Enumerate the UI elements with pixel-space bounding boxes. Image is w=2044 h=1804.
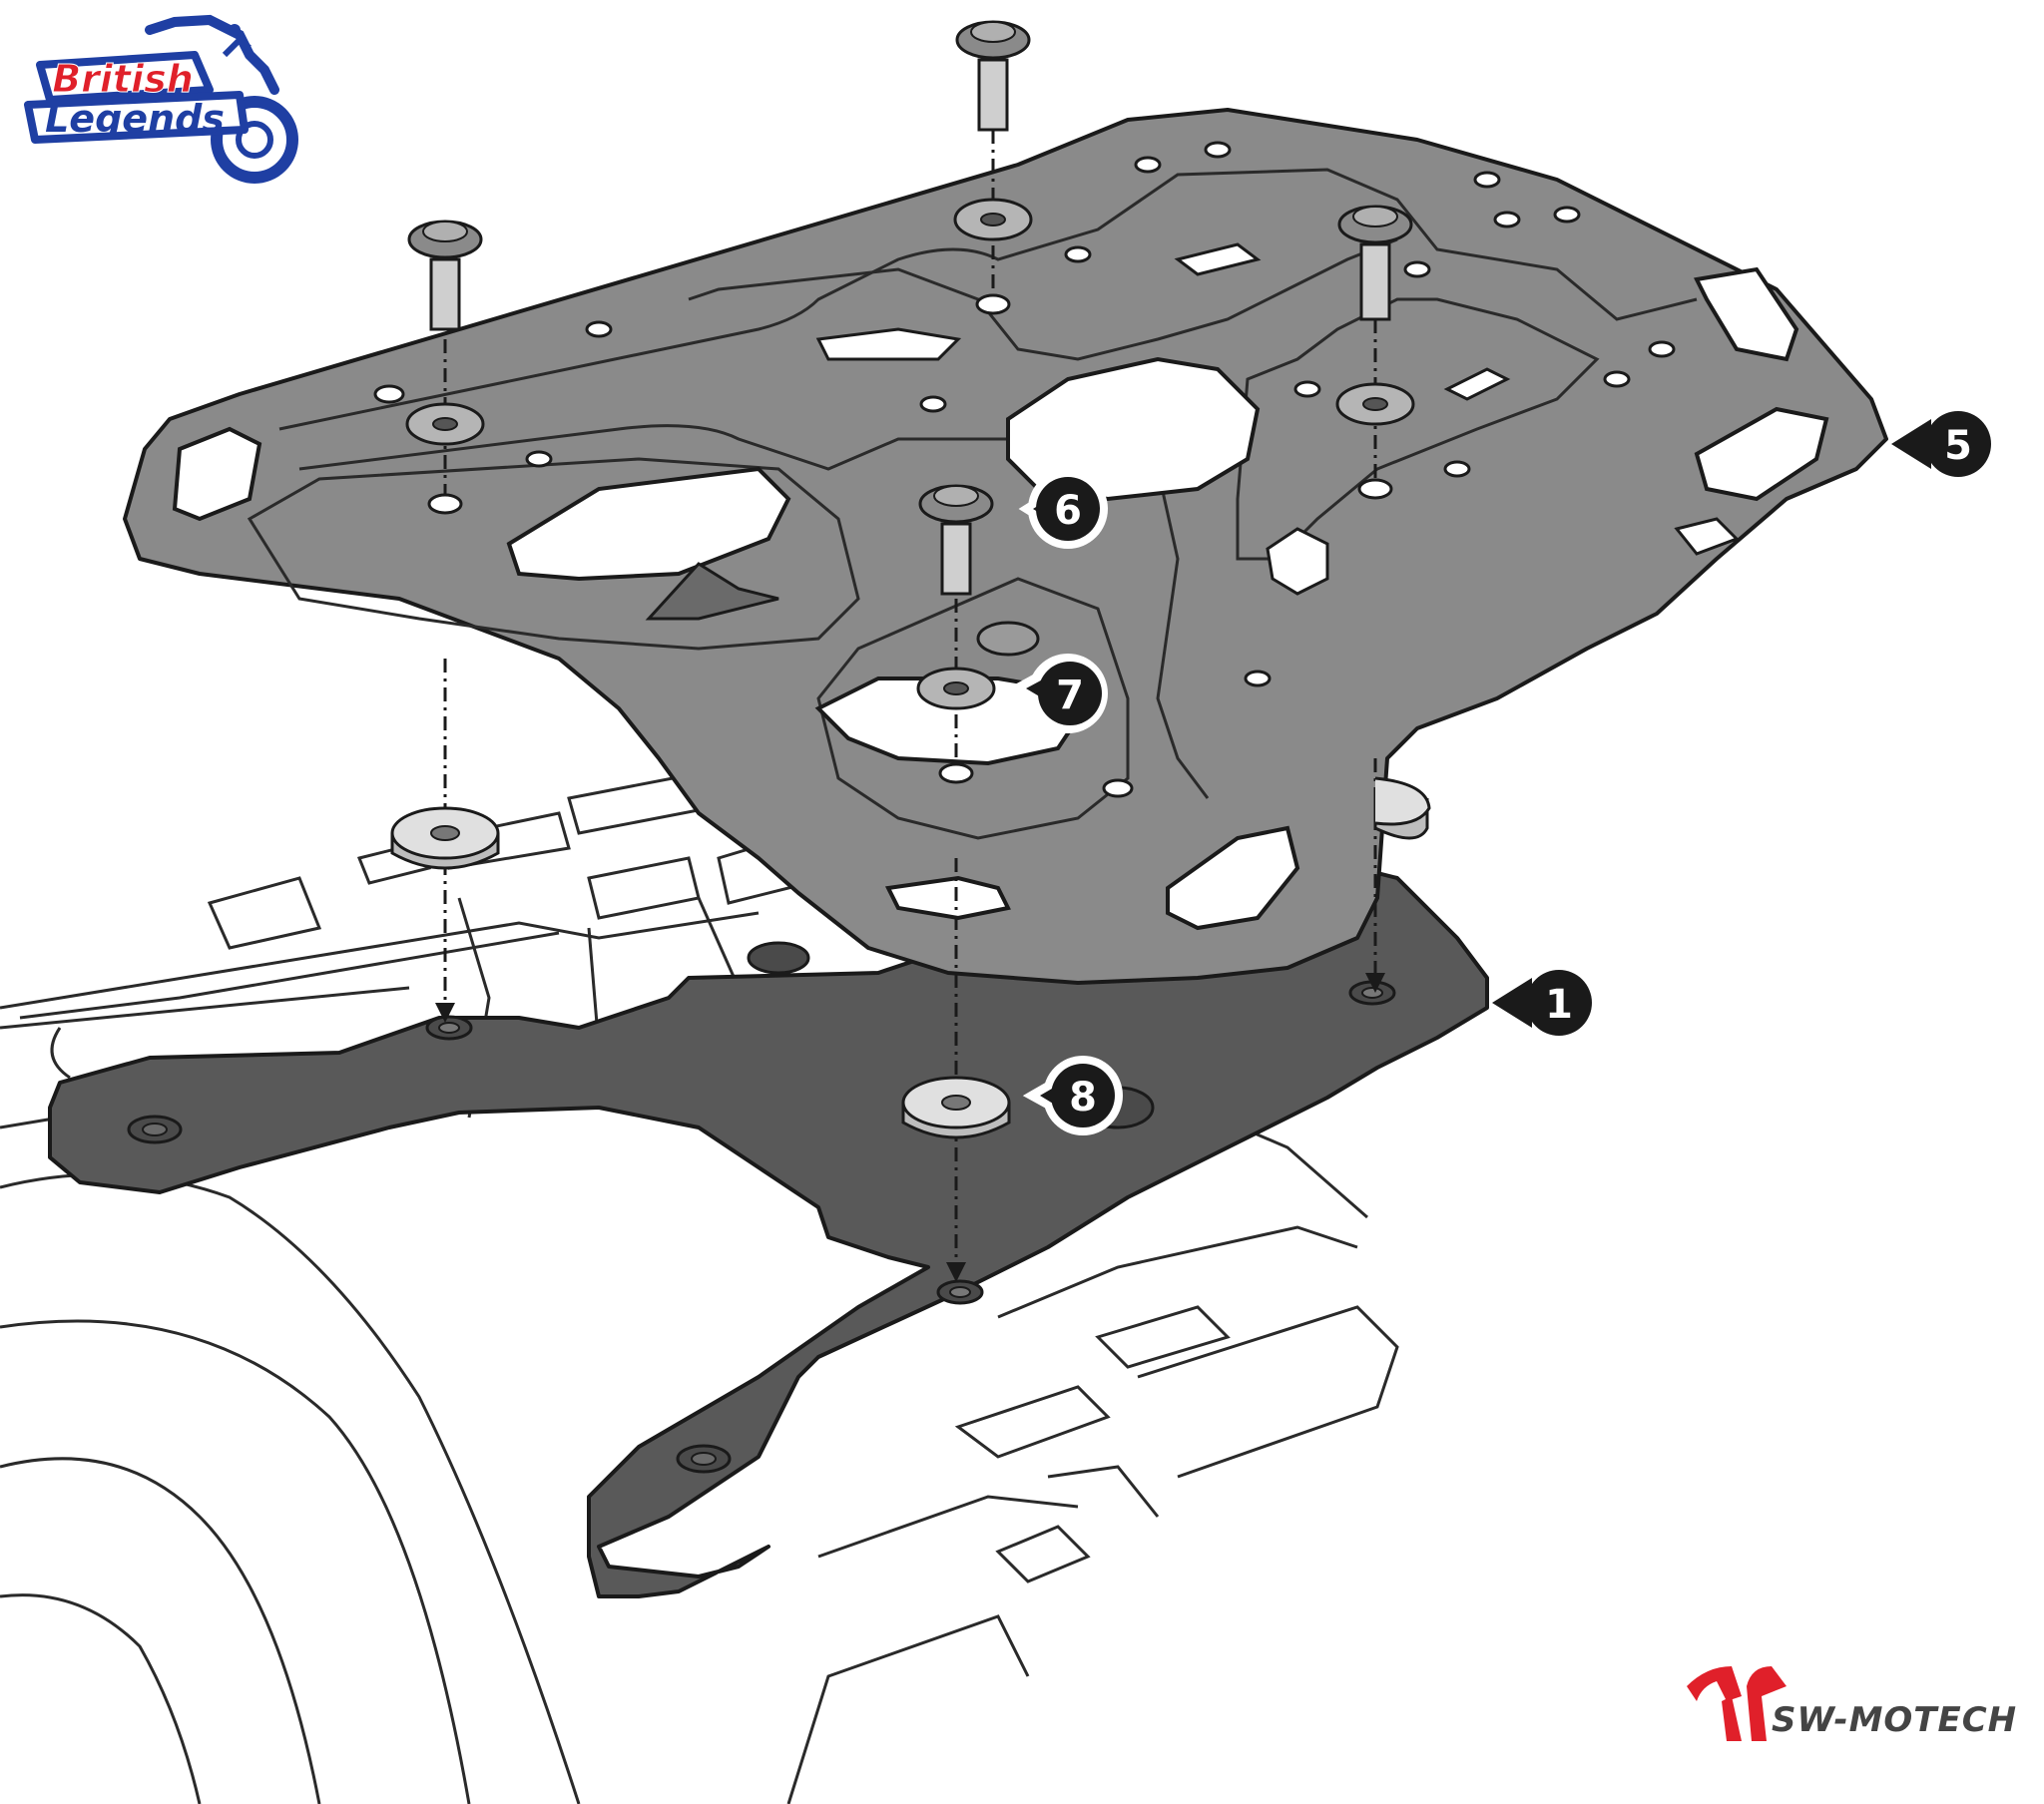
sw-motech-wordmark: SW-MOTECH bbox=[1772, 1700, 2017, 1740]
sw-motech-mark-icon bbox=[1687, 1666, 1787, 1741]
callout-8-label: 8 bbox=[1069, 1075, 1097, 1121]
arrowheads bbox=[435, 973, 1385, 1282]
callout-5: 5 bbox=[1891, 411, 1991, 477]
callout-6: 6 bbox=[1018, 469, 1108, 549]
british-legends-logo: British Legends bbox=[24, 14, 298, 184]
callout-5-label: 5 bbox=[1944, 423, 1972, 469]
washers-small bbox=[405, 198, 1415, 710]
callout-7: 7 bbox=[1007, 654, 1108, 733]
bolt-holes bbox=[427, 293, 1393, 784]
callout-1-label: 1 bbox=[1545, 982, 1573, 1028]
spacers bbox=[390, 776, 1431, 1139]
bolts bbox=[407, 20, 1413, 596]
callout-6-label: 6 bbox=[1054, 488, 1082, 534]
sw-motech-logo: SW-MOTECH bbox=[1687, 1666, 2017, 1741]
adapter-plate bbox=[48, 861, 1489, 1598]
brand-logo-line1: British bbox=[52, 57, 194, 101]
callout-8: 8 bbox=[1022, 1056, 1123, 1135]
callout-1: 1 bbox=[1492, 970, 1592, 1036]
brand-logo-line2: Legends bbox=[45, 97, 225, 141]
callout-7-label: 7 bbox=[1056, 673, 1084, 718]
